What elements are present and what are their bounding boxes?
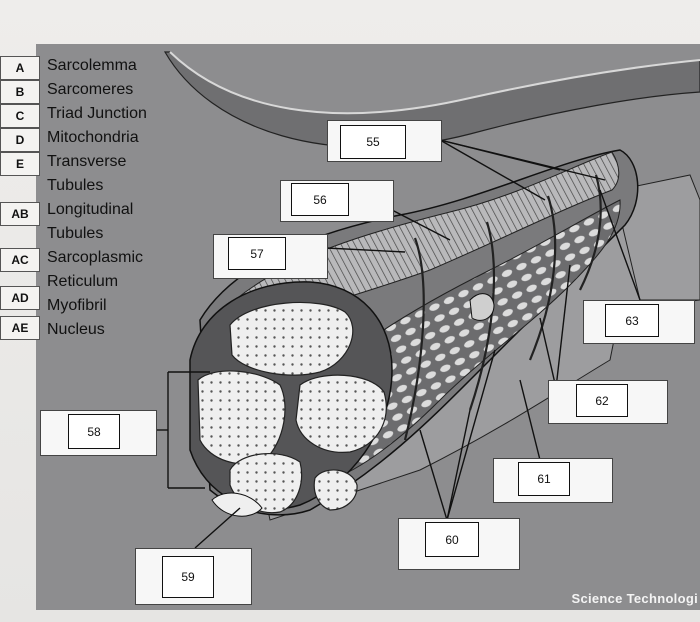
key-term-transverse: Transverse [47, 153, 127, 170]
key-term-reticulum: Reticulum [47, 273, 119, 290]
key-letter-d: D [0, 128, 40, 152]
label-56[interactable]: 56 [291, 183, 349, 216]
key-term-tubules-2: Tubules [47, 225, 104, 242]
label-57[interactable]: 57 [228, 237, 286, 270]
key-term-triad-junction: Triad Junction [47, 105, 147, 122]
sarcoplasmic-reticulum-network [319, 199, 621, 481]
key-term-sarcoplasmic: Sarcoplasmic [47, 249, 144, 266]
key-term-sarcomeres: Sarcomeres [47, 81, 134, 98]
leader-lines [155, 139, 641, 549]
label-58[interactable]: 58 [68, 414, 120, 449]
key-letter-b: B [0, 80, 40, 104]
key-letter-ae: AE [0, 316, 40, 340]
mitochondrion-shape [211, 492, 263, 517]
key-term-longitudinal: Longitudinal [47, 201, 134, 218]
label-61[interactable]: 61 [518, 462, 570, 496]
myofibril-cross-sections [197, 301, 387, 514]
key-letter-ad: AD [0, 286, 40, 310]
label-55[interactable]: 55 [340, 125, 406, 159]
label-63[interactable]: 63 [605, 304, 659, 337]
key-term-myofibril: Myofibril [47, 297, 107, 314]
watermark: Science Technologi [571, 591, 698, 606]
label-59[interactable]: 59 [162, 556, 214, 598]
label-60[interactable]: 60 [425, 522, 479, 557]
key-letter-c: C [0, 104, 40, 128]
key-letter-e: E [0, 152, 40, 176]
key-term-mitochondria: Mitochondria [47, 129, 139, 146]
nucleus-shape [469, 293, 495, 321]
label-62[interactable]: 62 [576, 384, 628, 417]
key-term-sarcolemma: Sarcolemma [47, 57, 137, 74]
key-letter-a: A [0, 56, 40, 80]
key-letter-ab: AB [0, 202, 40, 226]
key-term-tubules-1: Tubules [47, 177, 104, 194]
key-letter-ac: AC [0, 248, 40, 272]
key-term-nucleus: Nucleus [47, 321, 105, 338]
